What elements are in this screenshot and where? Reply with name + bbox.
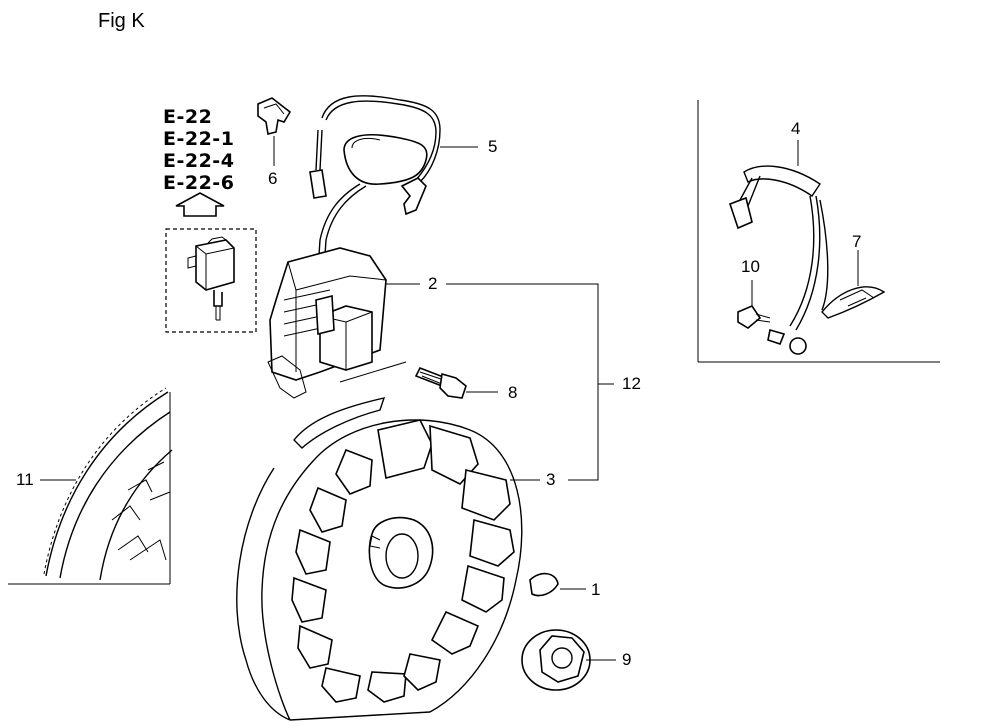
- figure-title: Fig K: [98, 10, 145, 32]
- terminal-clip: [257, 97, 292, 166]
- reference-item[interactable]: E-22-6: [163, 172, 235, 194]
- callout-5[interactable]: 5: [488, 137, 498, 156]
- reference-item[interactable]: E-22-1: [163, 128, 235, 150]
- callout-11[interactable]: 11: [16, 470, 34, 489]
- alternate-coil-inset: [165, 228, 257, 333]
- assembly-bracket: [446, 283, 614, 481]
- callout-3[interactable]: 3: [546, 470, 556, 489]
- flange-nut: [521, 629, 616, 691]
- flywheel-fins: [291, 419, 515, 703]
- callout-7[interactable]: 7: [852, 232, 862, 251]
- callout-9[interactable]: 9: [622, 650, 632, 669]
- callout-12[interactable]: 12: [622, 374, 641, 393]
- flywheel-hub: [368, 516, 434, 589]
- callout-10[interactable]: 10: [741, 257, 760, 276]
- reference-list: E-22 E-22-1 E-22-4 E-22-6: [163, 106, 234, 194]
- ring-gear: [8, 387, 173, 585]
- callout-1[interactable]: 1: [591, 580, 601, 599]
- callout-4[interactable]: 4: [791, 119, 801, 138]
- ignition-coil: [267, 247, 420, 399]
- woodruff-key: [529, 572, 586, 597]
- callout-8[interactable]: 8: [508, 383, 518, 402]
- reference-item[interactable]: E-22: [163, 106, 213, 128]
- reference-item[interactable]: E-22-4: [163, 150, 235, 172]
- spark-plug-cap: [309, 95, 478, 271]
- flywheel: [236, 397, 540, 721]
- flange-bolt: [414, 366, 498, 399]
- reference-arrow-icon: [175, 192, 225, 217]
- wire-harness-panel: [697, 100, 940, 363]
- callout-2[interactable]: 2: [428, 274, 438, 293]
- callout-6[interactable]: 6: [268, 169, 278, 188]
